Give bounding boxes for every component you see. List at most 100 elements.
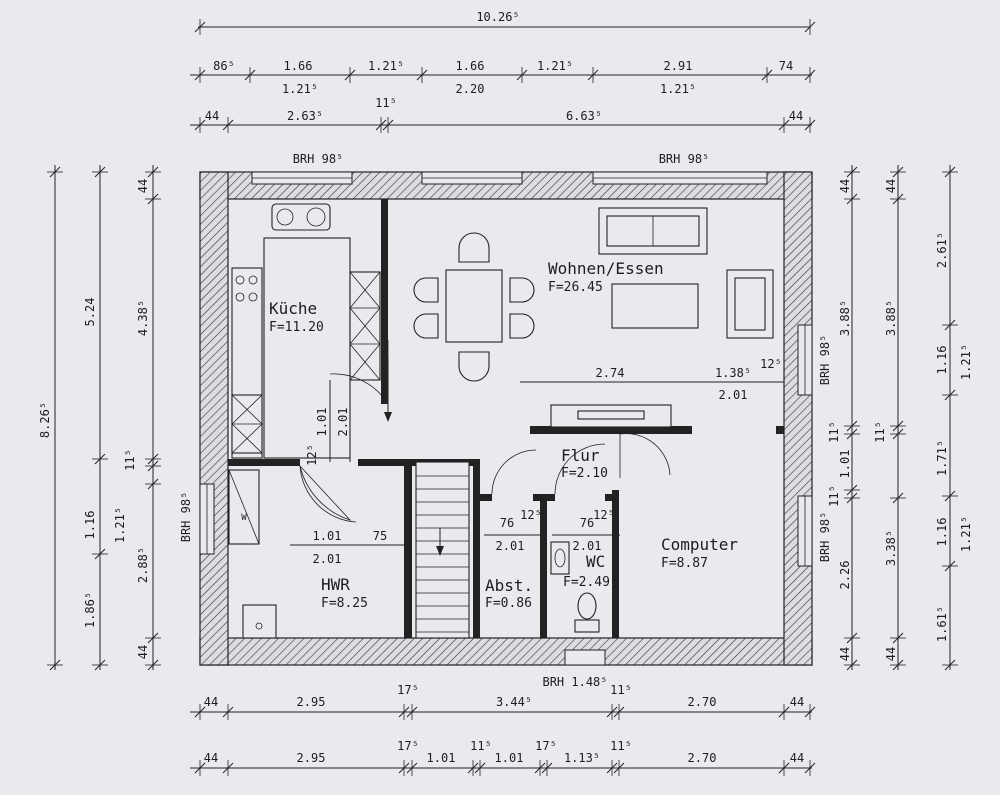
wall-flur-top [530,426,692,434]
inner-dimensions: 1.01 2.01 12⁵ 2.74 1.38⁵ 12⁵ 2.01 1.01 7… [290,357,784,566]
dim-right-c1-2: 11⁵ [827,421,841,443]
hall-wardrobe [550,404,672,428]
dim-right-c2-2: 11⁵ [873,421,887,443]
dim-bot-r2-1: 2.95 [297,751,326,765]
chair-icon [458,351,490,382]
dim-wc-door-h: 2.01 [573,539,602,553]
wall-bottom [199,637,813,666]
brh-bottom: BRH 1.48⁵ [542,675,607,689]
dim-top-r1-5: 2.91 [664,59,693,73]
dim-hwr-offset: 75 [373,529,387,543]
wall-kitchen-living [381,199,388,404]
dim-bot-r2-3: 1.01 [427,751,456,765]
dim-bot-r2-10: 44 [790,751,804,765]
dim-bot-r2-7: 1.13⁵ [564,751,600,765]
dim-top-r2-1: 2.63⁵ [287,109,323,123]
wall-wc-top-right [605,494,619,501]
wall-right [783,171,813,666]
wall-left [199,171,229,666]
room-flur-area: F=2.10 [561,466,608,481]
door-wc [554,443,606,495]
dim-wc-offset: 12⁵ [593,508,615,522]
dim-bot-r2-2: 17⁵ [397,739,419,753]
wall-hwr-stair [404,459,412,638]
doors [299,340,671,556]
dim-left-c1-2: 1.86⁵ [83,592,97,628]
dim-living-offset: 12⁵ [760,357,782,371]
room-kitchen-name: Küche [269,299,317,318]
room-abst-area: F=0.86 [485,596,532,611]
bottom-dimensions: 44 2.95 17⁵ 3.44⁵ 11⁵ 2.70 44 44 2.95 17… [204,683,804,765]
dim-right-c2-1: 3.88⁵ [884,300,898,336]
dim-right-c1-1: 3.88⁵ [838,300,852,336]
dim-bot-r2-8: 11⁵ [610,739,632,753]
dim-bot-r2-6: 17⁵ [535,739,557,753]
dim-right-c2-4: 3.38⁵ [884,530,898,566]
dining-table [445,269,503,343]
wc-fixtures [550,541,600,633]
dim-living-width: 2.74 [596,366,625,380]
dimension-ticks [47,19,958,776]
walls [199,171,813,666]
dim-kitchen-door-offset: 12⁵ [305,444,319,466]
chair-icon [413,277,439,303]
dim-right-c2-3: 1.71⁵ [935,440,949,476]
room-kitchen-area: F=11.20 [269,320,324,335]
dim-right-c1-4: 11⁵ [827,485,841,507]
dim-living-door-h: 2.01 [719,388,748,402]
dim-left-c2-3: 1.21⁵ [113,507,127,543]
chair-icon [413,313,439,339]
door-hwr [299,465,352,521]
brh-left: BRH 98⁵ [179,492,193,543]
dim-top-below-0: 1.21⁵ [282,82,318,96]
dim-left-c2-0: 44 [136,179,150,193]
window-wc-bottom [564,649,606,666]
wall-wc-computer [612,490,619,638]
room-hwr-area: F=8.25 [321,596,368,611]
dim-abst-door-w: 76 [500,516,514,530]
dim-left-total: 8.26⁵ [38,402,52,438]
brh-right-lower: BRH 98⁵ [818,512,832,563]
living-furniture [598,207,774,339]
dim-hwr-door-h: 2.01 [313,552,342,566]
washer-label: W [241,513,247,523]
dim-right-c1-3: 1.01 [838,450,852,479]
room-living-name: Wohnen/Essen [548,259,664,278]
utility-sink-icon [242,604,277,639]
dim-bot-r1-3: 3.44⁵ [496,695,532,709]
dim-top-r1-0: 86⁵ [213,59,235,73]
dim-top-r1-1: 1.66 [284,59,313,73]
room-abst-name: Abst. [485,576,533,595]
dim-bot-r1-2: 17⁵ [397,683,419,697]
toilet-icon [577,592,597,620]
dim-right-c3-1: 1.16 [935,346,949,375]
wall-stair-abst [473,459,480,638]
kitchen-counter [263,237,351,459]
dim-right-c3-4: 1.21⁵ [959,516,973,552]
dim-right-c3-2: 1.21⁵ [959,344,973,380]
sink-icon [271,203,331,231]
dim-top-r2-0: 44 [205,109,219,123]
room-computer-area: F=8.87 [661,556,708,571]
dim-bot-r1-5: 2.70 [688,695,717,709]
dim-right-c1-0: 44 [838,179,852,193]
dim-bot-r1-1: 2.95 [297,695,326,709]
dim-left-c2-5: 44 [136,645,150,659]
wall-computer-top-stub [776,426,784,434]
staircase [415,461,470,639]
dim-right-c2-0: 44 [884,179,898,193]
dim-bot-r2-0: 44 [204,751,218,765]
room-labels: Küche F=11.20 Wohnen/Essen F=26.45 Flur … [269,259,738,611]
brh-top-right: BRH 98⁵ [659,152,710,166]
dim-top-r2-4: 44 [789,109,803,123]
dim-bot-r2-9: 2.70 [688,751,717,765]
dim-left-c1-0: 5.24 [83,298,97,327]
dim-top-r1-4: 1.21⁵ [537,59,573,73]
dim-left-c2-2: 11⁵ [123,449,137,471]
dim-top-r1-2: 1.21⁵ [368,59,404,73]
top-dimensions: 10.26⁵ 86⁵ 1.66 1.21⁵ 1.66 1.21⁵ 2.91 74… [205,10,803,123]
chair-icon [509,313,535,339]
left-dimensions: 8.26⁵ 5.24 1.16 1.86⁵ 44 4.38⁵ 11⁵ 1.21⁵… [38,179,150,659]
dim-abst-offset: 12⁵ [520,508,542,522]
